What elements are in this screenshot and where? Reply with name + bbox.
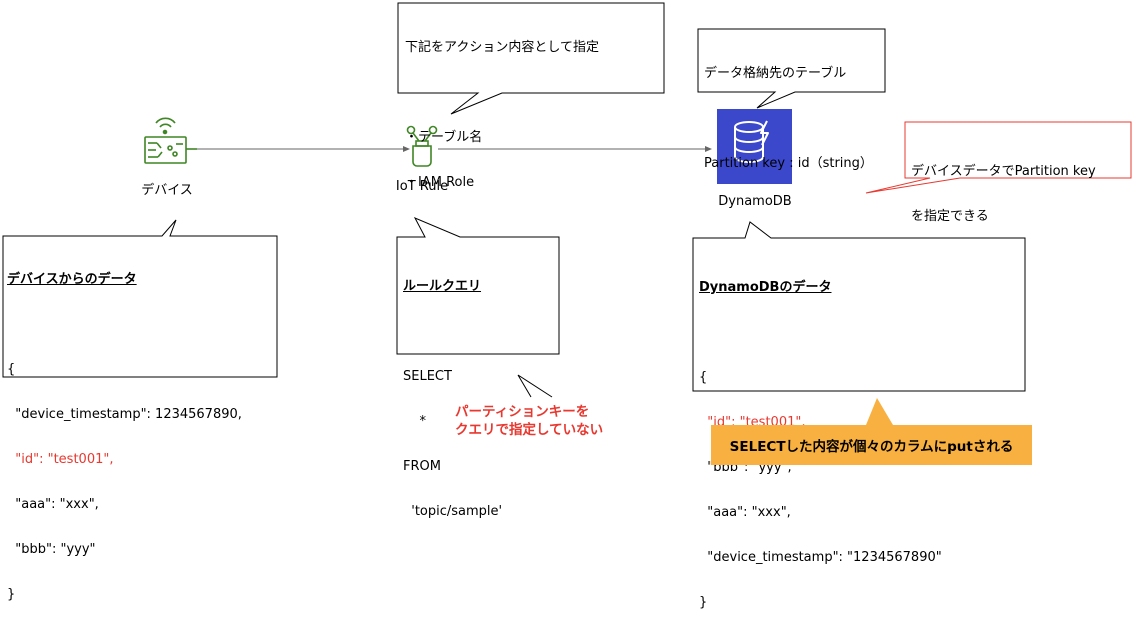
callout-dynamo-data-shape [692,221,1026,392]
arrowhead-device-to-rule [403,146,410,152]
red-note-pointer [517,374,553,398]
dynamodb-icon [717,109,792,184]
red-note-bg [447,397,611,449]
dynamo-data-line: } [699,595,708,610]
callout-action-shape [397,2,665,115]
callout-table: データ格納先のテーブル Partition key : id（string） [704,36,873,186]
partition-key-not-specified-note: パーティションキーを クエリで指定していない [455,404,604,438]
callout-device-data: デバイスからのデータ { "device_timestamp": 1234567… [7,242,242,617]
callout-action-line: 下記をアクション内容として指定 [405,40,599,55]
callout-table-line: データ格納先のテーブル [704,66,847,81]
callout-device-data-shape [2,219,278,378]
iot-device-icon [144,117,197,164]
callout-table-line [704,111,873,126]
callout-table-line: Partition key : id（string） [704,156,873,171]
callout-action-line [405,85,599,100]
rule-query-title: ルールクエリ [403,279,482,294]
device-data-line: } [7,587,16,602]
node-label-device: デバイス [141,183,193,198]
device-data-line: { [7,362,16,377]
iot-rule-icon [406,125,438,167]
callout-table-shape [697,28,886,109]
device-data-title: デバイスからのデータ [7,272,137,287]
device-data-line: "aaa": "xxx", [7,497,99,512]
callout-action-line: ・テーブル名 [405,130,483,145]
rule-query-line: 'topic/sample' [403,504,503,519]
rule-query-line: * [403,414,427,429]
node-label-iot-rule: IoT Rule [395,179,449,194]
partition-note-line: デバイスデータでPartition key [911,164,1096,179]
device-data-line: "device_timestamp": 1234567890, [7,407,242,422]
dynamo-data-title: DynamoDBのデータ [699,280,832,295]
callout-action-line: ・IAM Role [405,175,475,190]
dynamo-data-line: "device_timestamp": "1234567890" [699,550,942,565]
partition-note-line: を指定できる [911,209,989,224]
rule-query-line: FROM [403,459,441,474]
node-label-dynamodb: DynamoDB [718,194,792,209]
banner-pointer [866,398,893,425]
callout-rule-query: ルールクエリ SELECT * FROM 'topic/sample' [403,249,502,534]
diagram-canvas [2,2,1132,449]
device-data-line-id: "id": "test001", [7,452,114,467]
callout-action: 下記をアクション内容として指定 ・テーブル名 ・IAM Role [405,10,599,205]
rule-query-line: SELECT [403,369,452,384]
dynamo-data-line: { [699,370,708,385]
callout-partition-note-shape [865,121,1132,194]
device-data-line: "bbb": "yyy" [7,542,96,557]
arrowhead-rule-to-dynamodb [705,146,712,152]
callout-partition-note: デバイスデータでPartition key を指定できる [911,134,1096,239]
callout-rule-query-shape [396,216,560,355]
summary-banner: SELECTした内容が個々のカラムにputされる [711,425,1032,465]
dynamo-data-line: "aaa": "xxx", [699,505,791,520]
